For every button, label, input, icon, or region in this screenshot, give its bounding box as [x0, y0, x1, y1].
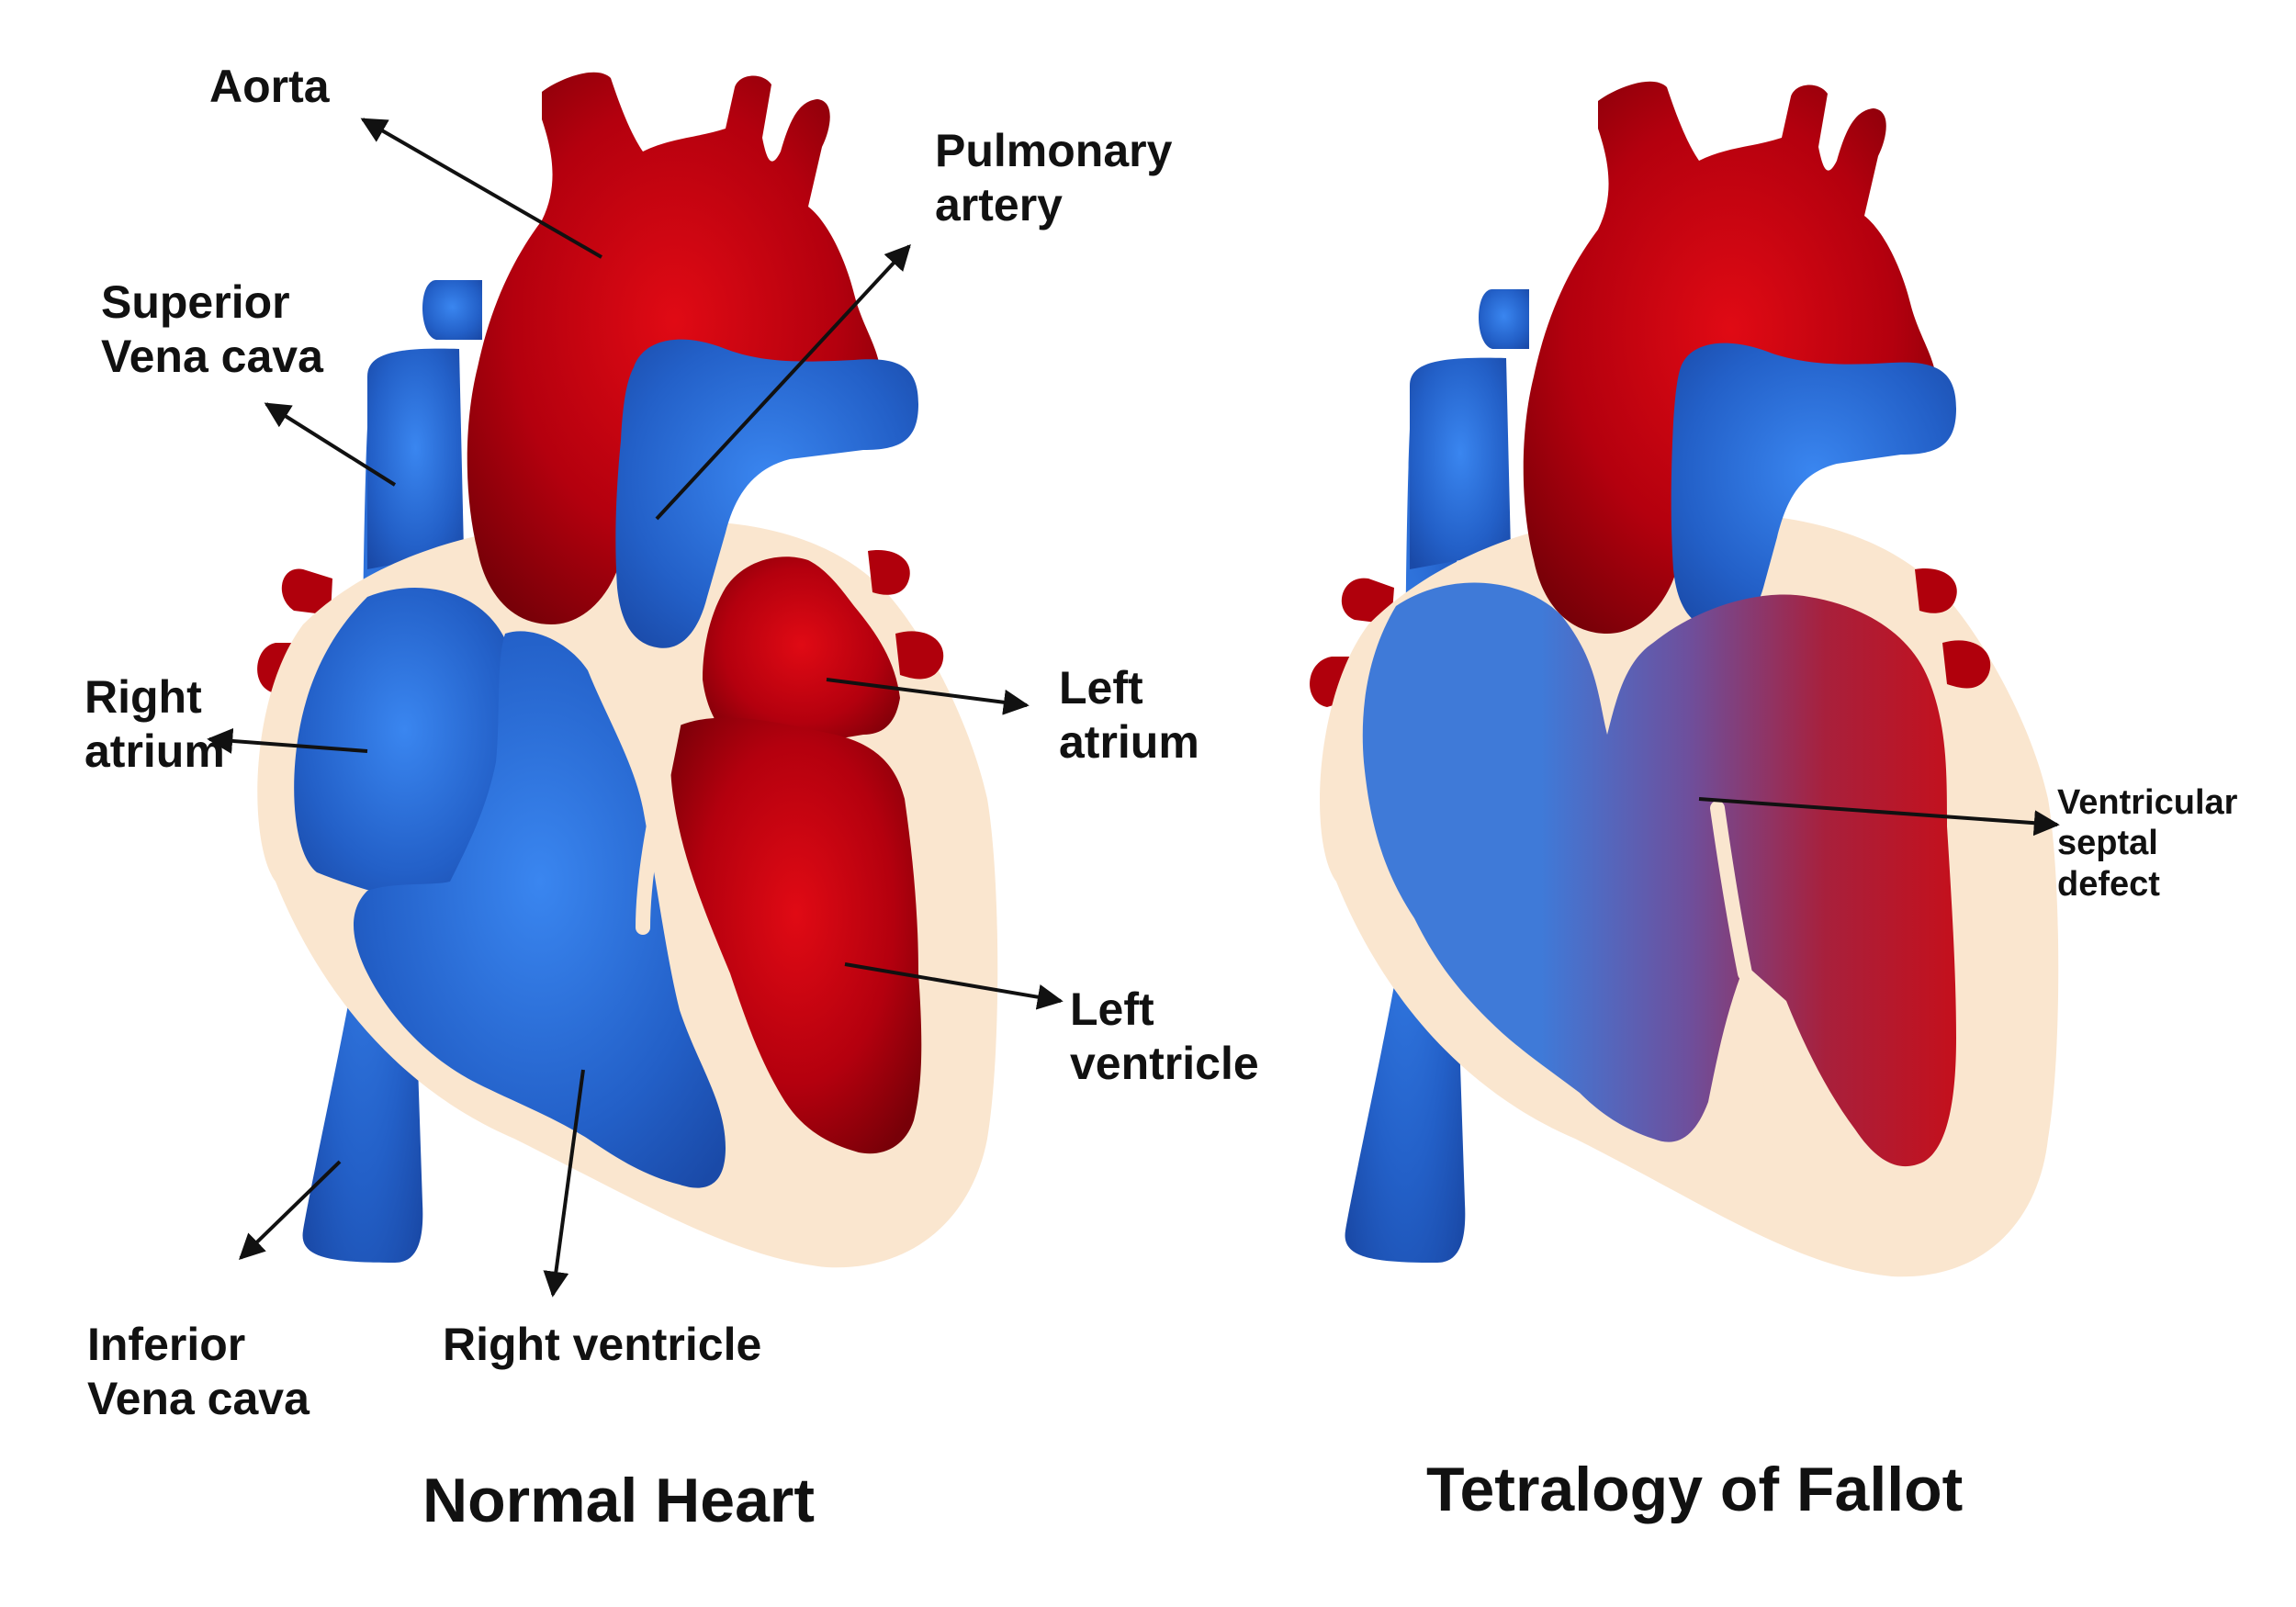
- label-aorta: Aorta: [209, 61, 330, 112]
- label-inferior-vena-cava: Inferior Vena cava: [87, 1319, 310, 1424]
- arrow-pulmonary-artery: [655, 243, 911, 521]
- right-ventricle-normal: [354, 631, 726, 1188]
- arrow-inferior-vena-cava: [238, 1160, 342, 1260]
- septum-fallot: [1710, 801, 1752, 981]
- septum-normal: [636, 709, 682, 935]
- pulmonary-vein-right-lower: [895, 631, 944, 680]
- ventricles-mixed-fallot: [1362, 582, 1956, 1167]
- pulmonary-vein-right-upper-fallot: [1915, 568, 1957, 613]
- title-tetralogy-of-fallot: Tetralogy of Fallot: [1426, 1455, 1964, 1524]
- label-right-ventricle: Right ventricle: [443, 1319, 762, 1370]
- svc-top: [422, 280, 482, 340]
- arrow-aorta: [360, 118, 602, 259]
- title-normal-heart: Normal Heart: [422, 1466, 816, 1535]
- arrow-right-atrium: [207, 727, 368, 754]
- svc-top-fallot: [1479, 289, 1529, 349]
- label-superior-vena-cava: Superior Vena cava: [101, 276, 323, 382]
- label-right-atrium: Right atrium: [84, 671, 225, 777]
- fallot-heart-drawing: [1310, 81, 2059, 1277]
- pulmonary-vein-left-upper: [281, 568, 332, 615]
- arrow-left-atrium: [826, 678, 1030, 715]
- vena-cava-upper-fallot: [1410, 357, 1511, 569]
- label-pulmonary-artery: Pulmonary artery: [935, 125, 1173, 230]
- pulmonary-vein-right-upper: [868, 550, 910, 595]
- normal-heart-drawing: [257, 72, 998, 1268]
- left-atrium-normal: [703, 556, 900, 753]
- arrow-right-ventricle: [543, 1069, 585, 1298]
- arrow-left-ventricle: [844, 962, 1064, 1010]
- arrow-ventricular-septal-defect: [1698, 797, 2060, 837]
- arrow-superior-vena-cava: [264, 402, 397, 487]
- label-left-atrium: Left atrium: [1059, 662, 1199, 768]
- vena-cava-upper-normal: [367, 348, 464, 569]
- pulmonary-artery-fallot: [1671, 343, 1956, 630]
- left-ventricle-normal: [670, 717, 922, 1154]
- pulmonary-artery-normal: [615, 339, 918, 648]
- septum-fallot-lower: [1738, 994, 1775, 1146]
- right-atrium-normal: [294, 588, 515, 904]
- label-left-ventricle: Left ventricle: [1070, 983, 1259, 1089]
- pulmonary-vein-right-lower-fallot: [1942, 640, 1991, 689]
- label-arrows: [207, 118, 2060, 1298]
- label-ventricular-septal-defect: Ventricular septal defect: [2057, 783, 2238, 904]
